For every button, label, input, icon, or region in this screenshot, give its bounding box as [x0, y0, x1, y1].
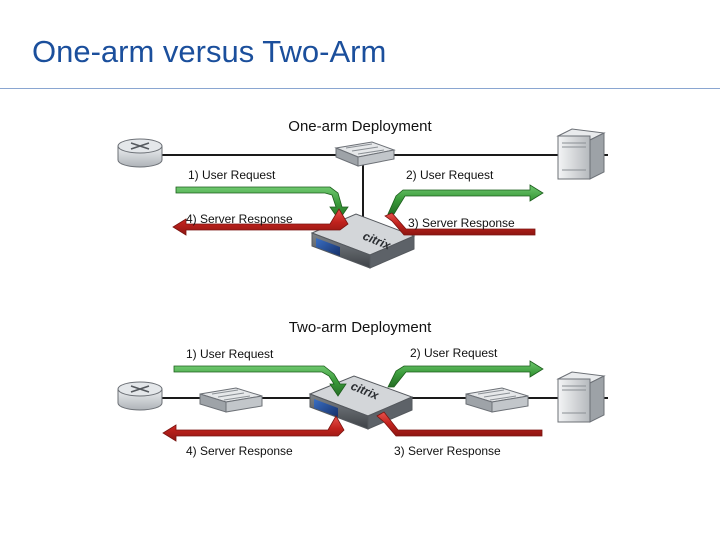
two-arm-request-arrow-2: [387, 360, 544, 388]
one-arm-step-2: 2) User Request: [406, 168, 494, 182]
two-arm-step-3: 3) Server Response: [394, 444, 501, 458]
two-arm-request-arrow-1: [173, 365, 347, 397]
one-arm-step-4: 4) Server Response: [186, 212, 293, 226]
server-icon: [556, 128, 606, 180]
switch-icon: [334, 141, 396, 167]
one-arm-response-arrow-4: [172, 208, 349, 236]
router-icon: [117, 381, 163, 411]
one-arm-step-1: 1) User Request: [188, 168, 276, 182]
two-arm-step-4: 4) Server Response: [186, 444, 293, 458]
server-icon: [556, 371, 606, 423]
one-arm-request-arrow-2: [387, 184, 544, 215]
two-arm-step-1: 1) User Request: [186, 347, 274, 361]
netscaler-appliance-icon: citrix: [310, 213, 416, 269]
two-arm-heading: Two-arm Deployment: [289, 319, 432, 336]
slide-title: One-arm versus Two-Arm: [32, 34, 387, 69]
title-divider: [0, 88, 720, 89]
one-arm-request-arrow-1: [175, 186, 349, 221]
switch-icon: [199, 387, 263, 413]
two-arm-response-arrow-4: [162, 415, 345, 442]
one-arm-heading: One-arm Deployment: [288, 118, 432, 135]
one-arm-step-3: 3) Server Response: [408, 216, 515, 230]
router-icon: [117, 138, 163, 168]
switch-icon: [465, 387, 529, 413]
one-arm-response-arrow-3: [384, 212, 536, 236]
two-arm-response-arrow-3: [376, 411, 543, 437]
two-arm-step-2: 2) User Request: [410, 346, 498, 360]
